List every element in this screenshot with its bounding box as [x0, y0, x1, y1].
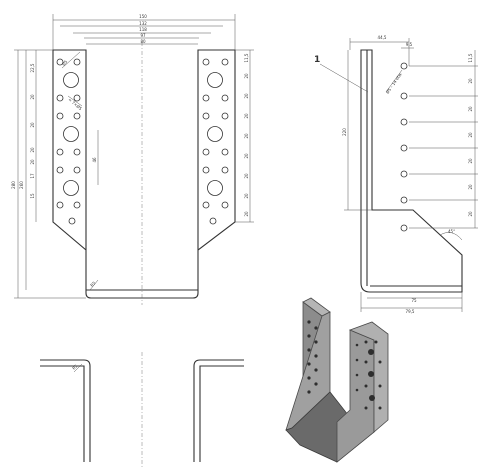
render-right-flange: [348, 321, 389, 433]
side-spacing-6: 20: [468, 184, 473, 190]
side-spacing-1: 11,5: [468, 53, 473, 62]
product-render: [285, 297, 389, 463]
side-view: 1 44,5 9,5 Ø5 – 14 otw. 220: [314, 35, 478, 314]
side-top-offset: 9,5: [406, 42, 413, 47]
front-left-spacing-2: 20: [30, 94, 35, 100]
front-right-spacing-8: 20: [244, 193, 249, 199]
front-width-97: 97: [140, 33, 146, 38]
side-bottom-outer: 79,5: [406, 309, 415, 314]
side-callout-leader: [319, 63, 369, 93]
top-view-outline: [40, 359, 244, 462]
front-width-outer: 150: [139, 14, 147, 19]
front-left-holes: [56, 58, 81, 225]
front-width-118: 118: [139, 27, 147, 32]
front-left-spacing-5: 20: [30, 159, 35, 165]
front-inner-offset: 46: [92, 157, 97, 163]
render-right-wall: [336, 329, 375, 463]
side-callout-number: 1: [314, 55, 320, 65]
side-hole-note: Ø5 – 14 otw.: [385, 71, 403, 94]
side-top-width: 44,5: [378, 35, 387, 40]
front-right-spacing-7: 20: [244, 173, 249, 179]
front-right-holes: [202, 58, 229, 225]
front-width-inner: 80: [140, 39, 146, 44]
front-right-spacing-3: 20: [244, 93, 249, 99]
front-bend-radius: R5: [89, 280, 97, 288]
side-view-outline: [360, 49, 463, 293]
render-right-holes: [355, 340, 382, 410]
side-spacing-3: 20: [468, 106, 473, 112]
side-angle: 45°: [448, 229, 455, 234]
large-hole: [207, 126, 223, 142]
side-spacing-2: 20: [468, 78, 473, 84]
large-hole: [207, 180, 223, 196]
large-hole: [63, 126, 79, 142]
side-spacing-5: 20: [468, 158, 473, 164]
front-right-spacing-5: 20: [244, 133, 249, 139]
front-right-spacing-6: 20: [244, 153, 249, 159]
front-left-spacing-7: 15: [30, 193, 35, 199]
front-hole-dia-label: Ø5: [61, 59, 69, 67]
front-right-spacing-4: 20: [244, 113, 249, 119]
front-right-spacing-1: 11,5: [244, 53, 249, 62]
front-height-body: 260: [19, 181, 24, 189]
top-view: R5: [40, 352, 244, 468]
front-left-spacing-4: 20: [30, 147, 35, 153]
front-left-spacing-1: 22,5: [30, 63, 35, 72]
front-right-spacing-2: 20: [244, 73, 249, 79]
front-height-total: 280: [11, 181, 16, 189]
side-holes: [400, 62, 408, 232]
front-view: 150 132 118 97 80 280 260 22,5 20 20 20 …: [11, 14, 254, 305]
large-hole: [207, 72, 223, 88]
side-height: 220: [342, 128, 347, 136]
front-left-spacing-3: 20: [30, 122, 35, 128]
side-spacing-7: 20: [468, 211, 473, 217]
side-bottom-inner: 75: [411, 298, 417, 303]
front-right-spacing-9: 20: [244, 211, 249, 217]
large-hole: [63, 180, 79, 196]
front-view-outline: [52, 49, 236, 299]
front-width-132: 132: [139, 21, 147, 26]
top-bend-radius: R5: [71, 363, 79, 371]
front-left-spacing-6: 17: [30, 173, 35, 179]
render-left-holes: [307, 320, 318, 394]
large-hole: [63, 72, 79, 88]
side-spacing-4: 20: [468, 132, 473, 138]
